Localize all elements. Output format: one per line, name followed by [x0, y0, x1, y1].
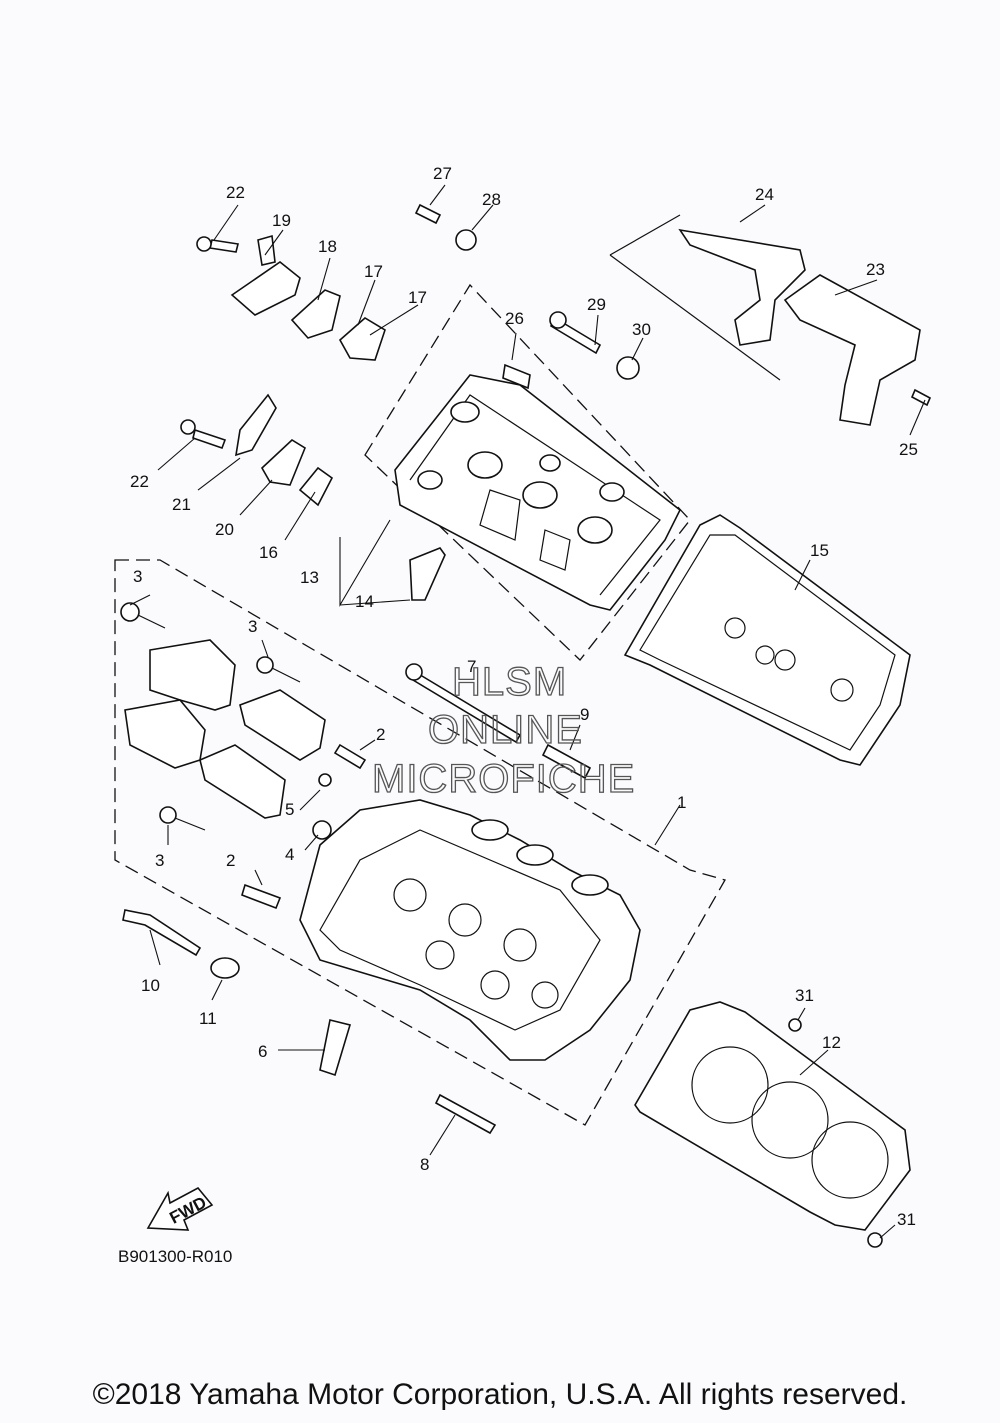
- copyright-notice: ©2018 Yamaha Motor Corporation, U.S.A. A…: [92, 1378, 908, 1411]
- callout-3b: 3: [248, 617, 257, 636]
- callout-19: 19: [272, 211, 291, 230]
- cylinder-head-cover: [394, 374, 682, 611]
- callout-25: 25: [899, 440, 918, 459]
- callout-2a: 2: [376, 725, 385, 744]
- callout-22a: 22: [226, 183, 245, 202]
- cover-gasket: [623, 514, 911, 766]
- callout-14: 14: [355, 592, 374, 611]
- callout-23: 23: [866, 260, 885, 279]
- callout-29: 29: [587, 295, 606, 314]
- callout-13: 13: [300, 568, 319, 587]
- callout-21: 21: [172, 495, 191, 514]
- callout-10: 10: [141, 976, 160, 995]
- cylinder-head: [299, 799, 641, 1061]
- callout-18: 18: [318, 237, 337, 256]
- callout-7: 7: [467, 657, 476, 676]
- callout-30: 30: [632, 320, 651, 339]
- callout-6: 6: [258, 1042, 267, 1061]
- watermark-line-2: ONLINE: [428, 708, 583, 752]
- callout-9: 9: [580, 705, 589, 724]
- callout-31a: 31: [795, 986, 814, 1005]
- callout-12: 12: [822, 1033, 841, 1052]
- callout-15: 15: [810, 541, 829, 560]
- watermark-line-1: HLSM: [452, 660, 567, 704]
- callout-1: 1: [677, 793, 686, 812]
- cover-group-outline: [364, 283, 691, 661]
- callout-3c: 3: [155, 851, 164, 870]
- callout-31b: 31: [897, 1210, 916, 1229]
- callout-16: 16: [259, 543, 278, 562]
- callout-5: 5: [285, 800, 294, 819]
- callout-2b: 2: [226, 851, 235, 870]
- breather-parts: [180, 203, 932, 601]
- leader-lines: [129, 184, 926, 1239]
- callout-27: 27: [433, 164, 452, 183]
- fasteners: [122, 663, 592, 1135]
- head-gasket: [634, 1001, 911, 1248]
- fwd-arrow: FWD: [146, 1186, 214, 1231]
- gasket-23: [783, 274, 921, 426]
- callout-20: 20: [215, 520, 234, 539]
- callout-4: 4: [285, 845, 294, 864]
- callout-26: 26: [505, 309, 524, 328]
- callout-22b: 22: [130, 472, 149, 491]
- diagram-code: B901300-R010: [118, 1247, 232, 1266]
- callout-28: 28: [482, 190, 501, 209]
- callout-17b: 17: [408, 288, 427, 307]
- callout-17a: 17: [364, 262, 383, 281]
- cylinder-head-group-outline: [114, 559, 726, 1126]
- watermark-line-3: MICROFICHE: [372, 757, 635, 801]
- cam-caps: [120, 602, 326, 831]
- callout-11: 11: [199, 1009, 217, 1028]
- callout-8: 8: [420, 1155, 429, 1174]
- gasket-24: [678, 228, 806, 346]
- callout-3a: 3: [133, 567, 142, 586]
- callout-24: 24: [755, 185, 774, 204]
